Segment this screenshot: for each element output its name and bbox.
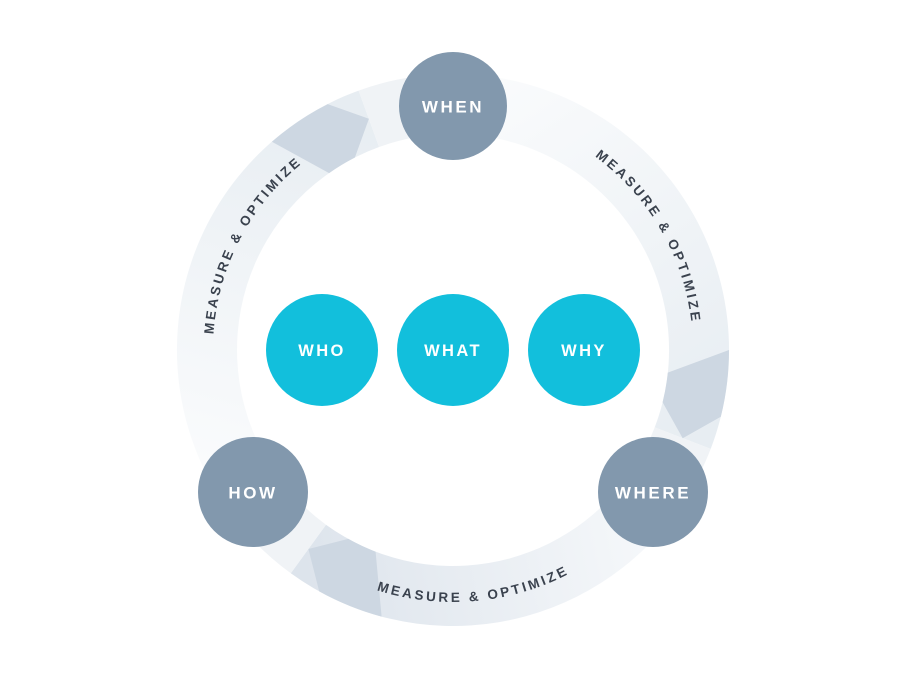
node-what-label: WHAT <box>424 342 482 360</box>
node-who <box>266 294 378 406</box>
arc-segment-bottom <box>290 473 680 626</box>
arc-segment-left <box>176 90 380 509</box>
node-who-label: WHO <box>298 342 346 360</box>
ring-arrows <box>271 104 729 617</box>
arrow-to-where-icon <box>662 350 729 439</box>
node-why-label: WHY <box>561 342 607 360</box>
node-where <box>598 437 708 547</box>
node-where-label: WHERE <box>615 484 691 503</box>
node-when-label: WHEN <box>422 98 484 117</box>
node-what <box>397 294 509 406</box>
center-nodes: WHO WHAT WHY <box>266 294 640 406</box>
arrow-to-how-icon <box>308 538 382 617</box>
arrow-to-when-icon <box>271 104 369 174</box>
node-how <box>198 437 308 547</box>
node-how-label: HOW <box>228 484 277 503</box>
ring-nodes: WHEN WHERE HOW <box>198 52 708 547</box>
arc-segment-right <box>453 74 730 449</box>
node-when <box>399 52 507 160</box>
node-why <box>528 294 640 406</box>
